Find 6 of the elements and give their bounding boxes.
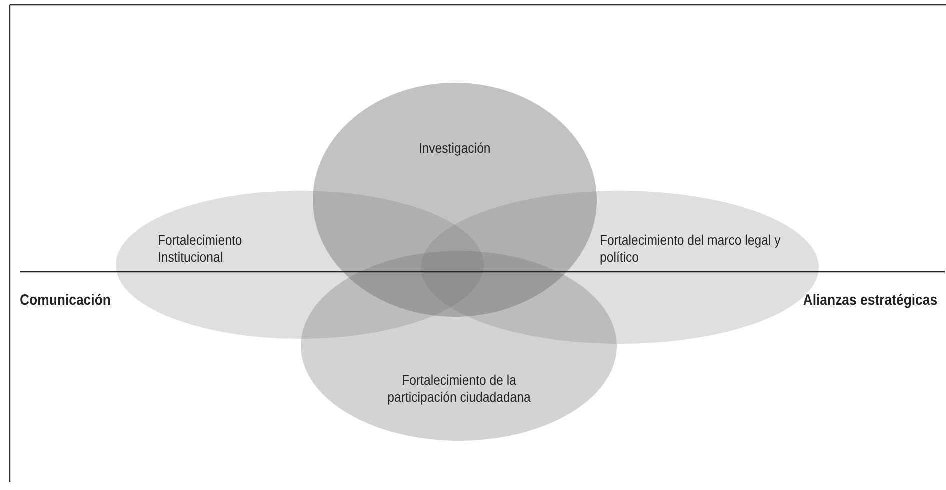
axis-label: Comunicación <box>20 292 111 309</box>
circle-label: Fortalecimiento Institucional <box>158 232 244 266</box>
circle-label: Fortalecimiento de la participación ciudadadana <box>386 372 532 406</box>
circle-label: Fortalecimiento del marco legal y político <box>600 232 782 266</box>
axis-label: Alianzas estratégicas <box>804 292 938 309</box>
circle-label: Investigación <box>418 140 492 157</box>
